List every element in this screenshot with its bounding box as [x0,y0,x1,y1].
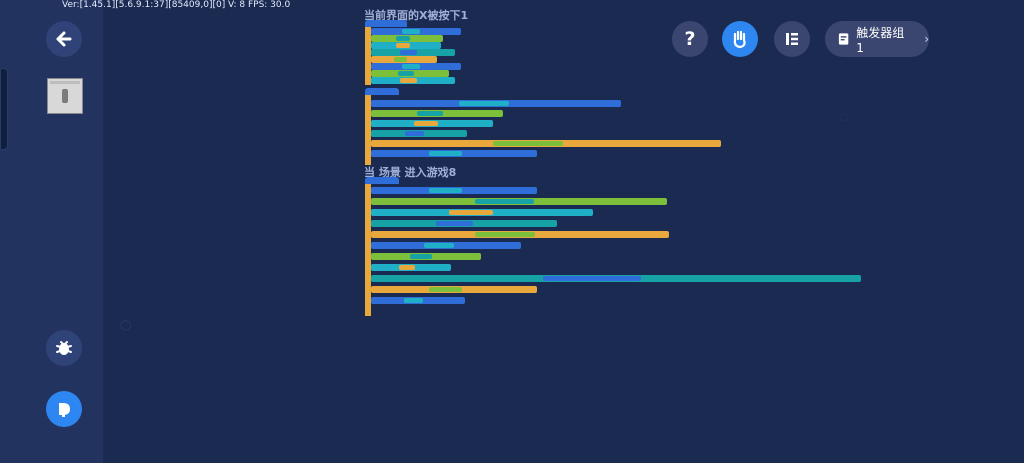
hand-icon [733,30,746,49]
block-input-slot[interactable] [402,64,420,69]
block-input-slot[interactable] [404,298,423,303]
block-input-slot[interactable] [475,232,535,237]
block-stack-spine [365,95,371,165]
thumbnail-figure [62,89,68,103]
block-input-slot[interactable] [543,276,641,281]
version-readout: Ver:[1.45.1][5.6.9.1:37][85409,0][0] V: … [62,0,291,10]
layout-button[interactable] [774,21,810,57]
script-title: 当前界面的X被按下1 [364,9,469,22]
play-icon [59,403,70,417]
block-input-slot[interactable] [436,221,473,226]
drawer-handle[interactable] [0,68,8,150]
trigger-group-icon [838,33,849,45]
event-hat-block[interactable] [365,177,399,184]
arrow-left-icon [56,31,72,47]
block-input-slot[interactable] [396,36,410,41]
help-button[interactable]: ? [672,21,708,57]
chevron-right-icon: › [924,32,929,46]
ghost-decoration: ◌ [840,112,849,123]
block-input-slot[interactable] [396,43,410,48]
scene-thumbnail[interactable] [47,78,83,114]
block-input-slot[interactable] [410,254,432,259]
block-input-slot[interactable] [429,151,462,156]
block-input-slot[interactable] [394,57,407,62]
block-input-slot[interactable] [449,210,493,215]
block-input-slot[interactable] [398,71,414,76]
bug-icon [56,341,72,355]
thumbnail-bar [50,81,80,84]
block-input-slot[interactable] [400,78,417,83]
block-stack-spine [365,27,371,85]
trigger-group-selector[interactable]: 触发器组 1 › [825,21,929,57]
ghost-decoration: ◯ [120,320,132,331]
script-title: 当 场景 进入游戏8 [364,166,457,179]
sidebar [0,0,103,463]
hand-tool-button[interactable] [722,21,758,57]
block-input-slot[interactable] [459,101,509,106]
block-input-slot[interactable] [400,50,417,55]
block-input-slot[interactable] [399,265,415,270]
block-input-slot[interactable] [405,131,424,136]
list-icon [786,33,798,45]
back-button[interactable] [46,21,82,57]
debug-button[interactable] [46,330,82,366]
block-stack-spine [365,184,371,316]
block-input-slot[interactable] [417,111,443,116]
block-input-slot[interactable] [402,29,420,34]
block-input-slot[interactable] [475,199,534,204]
block-input-slot[interactable] [429,188,462,193]
run-button[interactable] [46,391,82,427]
event-hat-block[interactable] [365,88,399,95]
block-input-slot[interactable] [493,141,563,146]
block-input-slot[interactable] [424,243,454,248]
block-input-slot[interactable] [429,287,462,292]
event-hat-block[interactable] [365,20,407,27]
block-input-slot[interactable] [414,121,438,126]
trigger-group-label: 触发器组 1 [856,25,905,55]
